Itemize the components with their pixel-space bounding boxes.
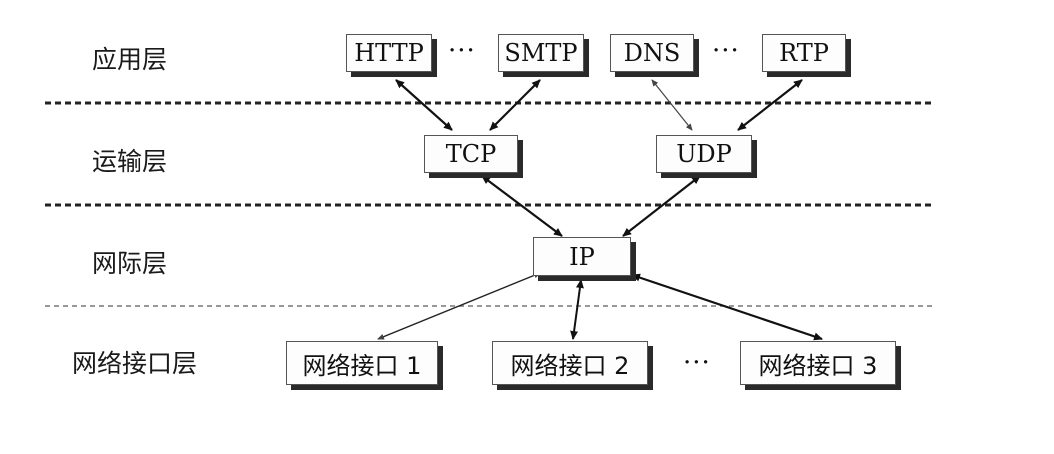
dns-box: DNS [610,34,694,72]
iface-ellipsis: ··· [683,348,711,378]
arrow-udp-ip [622,175,701,237]
arrow-smtp-tcp [489,79,541,131]
layer-label-internet: 网际层 [92,249,168,278]
arrow-ip-iface2 [570,279,584,340]
network-interface-1-box: 网络接口 1 [286,341,438,385]
layer-label-transport: 运输层 [92,147,168,176]
app-ellipsis-2: ··· [712,36,740,66]
tcp-box: TCP [424,135,518,173]
arrow-http-tcp [395,79,453,131]
arrow-rtp-udp [737,79,803,131]
network-interface-3-box: 网络接口 3 [740,341,896,385]
rtp-box: RTP [762,34,846,72]
arrow-ip-iface1 [377,272,541,340]
udp-box: UDP [656,135,752,173]
arrow-ip-iface3 [631,273,823,341]
layer-label-link: 网络接口层 [72,349,198,378]
arrow-dns-udp [651,79,693,131]
smtp-box: SMTP [498,34,584,72]
arrow-tcp-ip [481,175,563,237]
http-box: HTTP [346,34,432,72]
ip-box: IP [533,237,631,276]
app-ellipsis-1: ··· [448,36,476,66]
layer-label-application: 应用层 [92,45,168,74]
network-interface-2-box: 网络接口 2 [492,341,648,385]
